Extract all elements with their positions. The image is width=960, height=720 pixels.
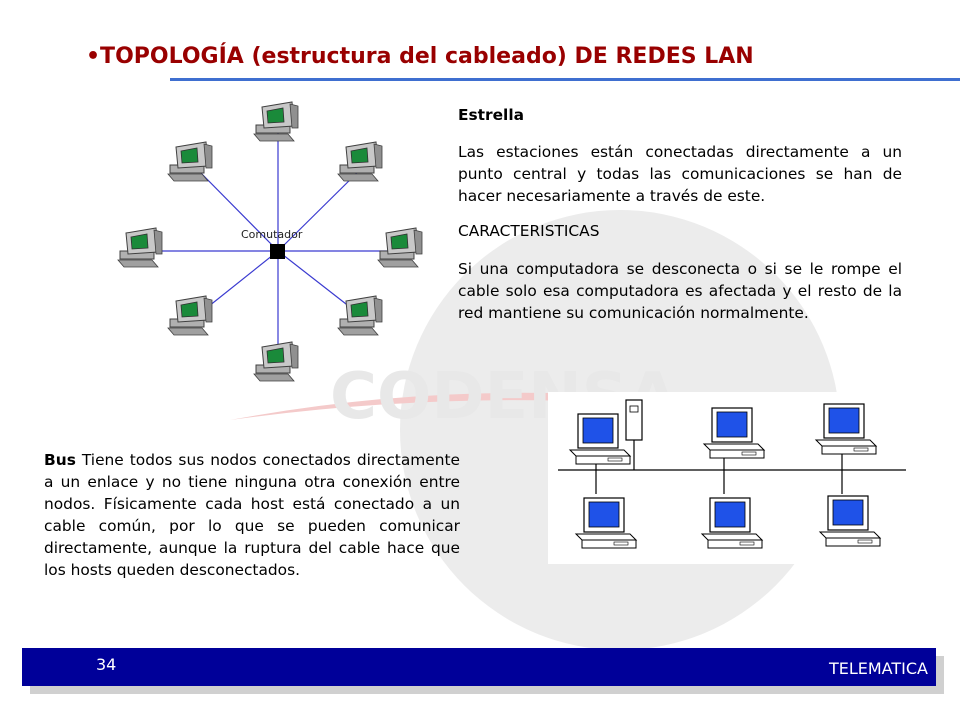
computer-icon: [701, 497, 763, 549]
computer-icon: [819, 495, 881, 547]
slide-title: •TOPOLOGÍA (estructura del cableado) DE …: [86, 44, 754, 69]
star-heading: Estrella: [458, 106, 524, 124]
computer-icon: [815, 403, 877, 455]
footer-label: TELEMATICA: [828, 659, 928, 678]
page-number: 34: [96, 655, 117, 674]
computer-icon: [569, 413, 631, 465]
footer-bar: [22, 648, 936, 686]
computer-icon: [337, 141, 383, 182]
bus-description: Bus Tiene todos sus nodos conectados dir…: [44, 449, 460, 581]
bus-text: Tiene todos sus nodos conectados directa…: [44, 451, 460, 579]
bus-label: Bus: [44, 451, 76, 469]
computer-icon: [167, 295, 213, 336]
characteristics-heading: CARACTERISTICAS: [458, 222, 600, 240]
computer-icon: [377, 227, 423, 268]
computer-icon: [337, 295, 383, 336]
computer-icon: [167, 141, 213, 182]
computer-icon: [253, 341, 299, 382]
star-description: Las estaciones están conectadas directam…: [458, 143, 902, 205]
bus-topology-diagram: [548, 392, 926, 564]
computer-icon: [575, 497, 637, 549]
computer-icon: [253, 101, 299, 142]
star-topology-diagram: Comutador: [117, 101, 423, 382]
switch-node: [270, 244, 285, 259]
characteristics-text: Si una computadora se desconecta o si se…: [458, 260, 902, 322]
computer-icon: [117, 227, 163, 268]
switch-label: Comutador: [241, 228, 303, 241]
title-underline: [170, 78, 960, 81]
computer-icon: [703, 407, 765, 459]
